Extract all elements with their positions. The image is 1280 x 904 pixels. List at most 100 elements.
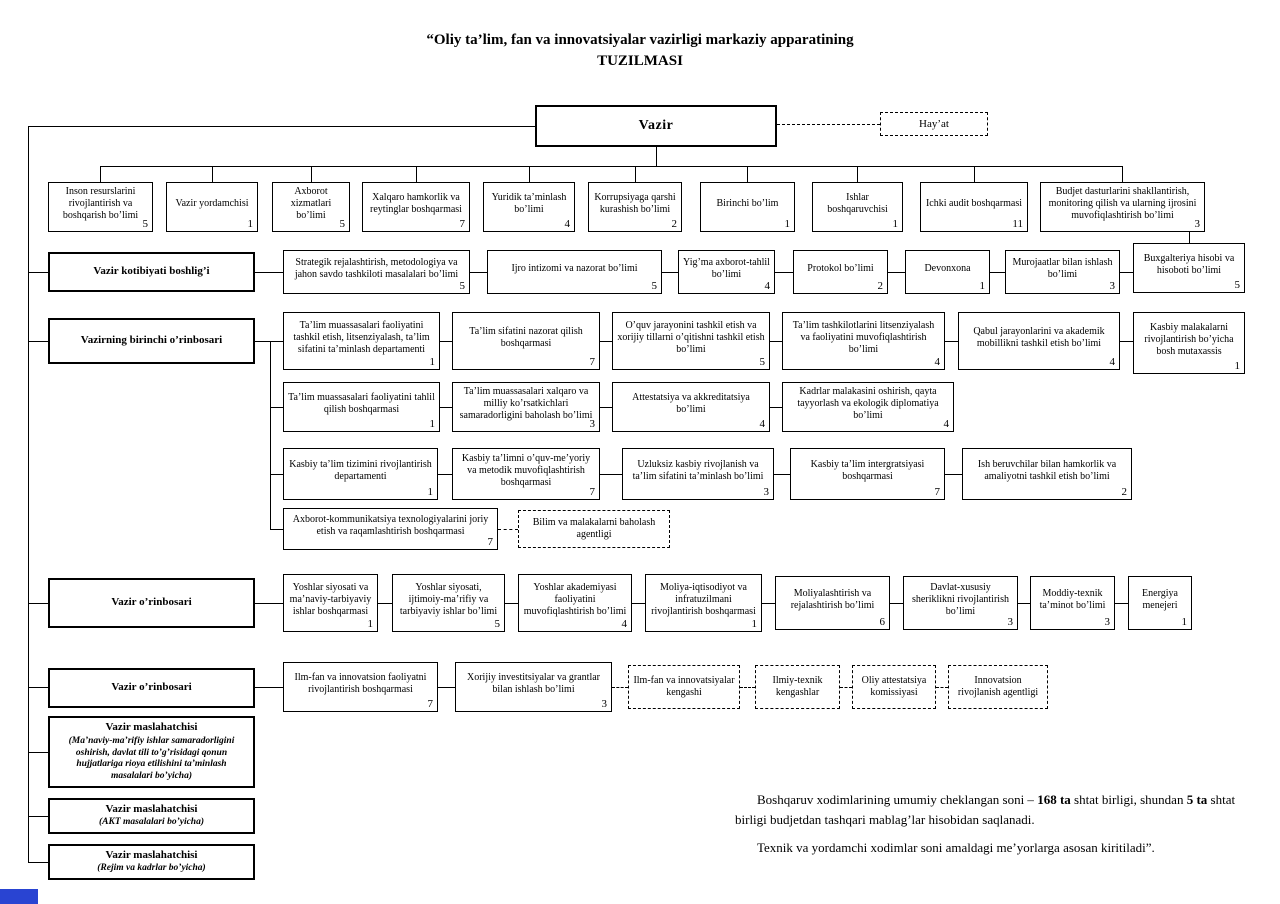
dept-count: 4: [764, 280, 771, 293]
dept-label: O’quv jarayonini tashkil etish va xoriji…: [617, 320, 765, 355]
dept-label: Kadrlar malakasini oshirish, qayta tayyo…: [797, 386, 939, 421]
box-moliya-iqtisodiyot: Moliya-iqtisodiyot va infratuzilmani riv…: [645, 574, 762, 632]
dept-count: 5: [459, 280, 466, 293]
line: [438, 687, 455, 688]
dept-count: 1: [1181, 616, 1188, 629]
line: [378, 603, 392, 604]
box-oquv-jarayoni: O’quv jarayonini tashkil etish va xoriji…: [612, 312, 770, 370]
box-vazir: Vazir: [535, 105, 777, 147]
dept-label: Ta’lim sifatini nazorat qilish boshqarma…: [469, 326, 583, 349]
box-yoshlar-siyosati-boshqarma: Yoshlar siyosati va ma’naviy-tarbiyaviy …: [283, 574, 378, 632]
line: [936, 687, 948, 688]
line: [662, 272, 678, 273]
dept-label: Oliy attestatsiya komissiyasi: [861, 675, 927, 698]
line: [470, 272, 487, 273]
box-ish-beruvchilar: Ish beruvchilar bilan hamkorlik va amali…: [962, 448, 1132, 500]
role-label: Vazir maslahatchisi: [105, 720, 198, 733]
dept-count: 7: [459, 218, 466, 231]
box-vazir-yordamchisi: Vazir yordamchisi 1: [166, 182, 258, 232]
dept-label: Axborot xizmatlari bo’limi: [290, 186, 332, 221]
dept-count: 4: [621, 618, 628, 631]
box-hayat: Hay’at: [880, 112, 988, 136]
dept-count: 4: [564, 218, 571, 231]
dept-count: 1: [429, 356, 436, 369]
line: [100, 166, 1122, 167]
box-davlat-xususiy: Davlat-xususiy sheriklikni rivojlantiris…: [903, 576, 1018, 630]
line: [28, 862, 48, 863]
line: [270, 474, 283, 475]
dept-count: 3: [601, 698, 608, 711]
dept-label: Budjet dasturlarini shakllantirish, moni…: [1048, 186, 1197, 221]
dept-label: Yig’ma axborot-tahlil bo’limi: [683, 257, 770, 280]
dept-label: Ishlar boshqaruvchisi: [827, 192, 888, 215]
line: [529, 166, 530, 182]
box-akt-raqamlashtirish: Axborot-kommunikatsiya texnologiyalarini…: [283, 508, 498, 550]
dept-count: 3: [1194, 218, 1201, 231]
role-label: Vazirning birinchi o’rinbosari: [80, 334, 223, 347]
line: [770, 407, 782, 408]
page-title: “Oliy ta’lim, fan va innovatsiyalar vazi…: [0, 30, 1280, 72]
role-label: Vazir o’rinbosari: [111, 596, 192, 609]
dept-count: 3: [1109, 280, 1116, 293]
dept-label: Ijro intizomi va nazorat bo’limi: [511, 263, 638, 275]
role-label: Vazir maslahatchisi: [105, 848, 198, 861]
dept-count: 7: [589, 486, 596, 499]
box-attestatsiya-akkreditatsiya: Attestatsiya va akkreditatsiya bo’limi 4: [612, 382, 770, 432]
dept-label: Korrupsiyaga qarshi kurashish bo’limi: [594, 192, 676, 215]
dept-count: 7: [934, 486, 941, 499]
dept-count: 7: [589, 356, 596, 369]
dept-label: Bilim va malakalarni baholash agentligi: [532, 517, 656, 540]
line: [212, 166, 213, 182]
dept-label: Ta’lim muassasalari faoliyatini tashkil …: [293, 320, 430, 355]
line: [770, 341, 782, 342]
line: [255, 272, 283, 273]
box-kasbiy-integratsiya: Kasbiy ta’lim intergratsiyasi boshqarmas…: [790, 448, 945, 500]
dept-count: 1: [427, 486, 434, 499]
box-talim-litsenziyalash: Ta’lim tashkilotlarini litsenziyalash va…: [782, 312, 945, 370]
box-ilmfan-innovatsion: Ilm-fan va innovatsion faoliyatni rivojl…: [283, 662, 438, 712]
dept-label: Davlat-xususiy sheriklikni rivojlantiris…: [912, 582, 1009, 617]
dept-label: Yoshlar siyosati va ma’naviy-tarbiyaviy …: [289, 582, 372, 617]
line: [100, 166, 101, 182]
dept-label: Ta’lim tashkilotlarini litsenziyalash va…: [792, 320, 935, 355]
line: [890, 603, 903, 604]
dept-label: Vazir yordamchisi: [175, 198, 249, 210]
box-maslahatchi-1: Vazir maslahatchisi (Ma’naviy-ma’rifiy i…: [48, 716, 255, 788]
dept-label: Strategik rejalashtirish, metodologiya v…: [294, 257, 459, 280]
box-budjet-dasturlari: Budjet dasturlarini shakllantirish, moni…: [1040, 182, 1205, 232]
line: [974, 166, 975, 182]
line: [1189, 232, 1190, 243]
box-uzluksiz-kasbiy: Uzluksiz kasbiy rivojlanish va ta’lim si…: [622, 448, 774, 500]
line: [600, 474, 622, 475]
box-vazir-label: Vazir: [638, 118, 674, 134]
line: [600, 407, 612, 408]
role-sublabel: (Rejim va kadrlar bo’yicha): [97, 863, 206, 874]
dept-label: Energiya menejeri: [1142, 588, 1178, 611]
dept-count: 1: [751, 618, 758, 631]
page-title-line1: “Oliy ta’lim, fan va innovatsiyalar vazi…: [426, 32, 854, 48]
line: [28, 341, 48, 342]
role-label: Vazir o’rinbosari: [111, 681, 192, 694]
dept-label: Axborot-kommunikatsiya texnologiyalarini…: [292, 514, 489, 537]
line: [255, 687, 283, 688]
box-kasbiy-talim-departamenti: Kasbiy ta’lim tizimini rivojlantirish de…: [283, 448, 438, 500]
dept-count: 7: [427, 698, 434, 711]
box-vazir-orinbosari-2: Vazir o’rinbosari: [48, 668, 255, 708]
line: [270, 529, 283, 530]
line: [498, 529, 518, 530]
box-talim-departamenti: Ta’lim muassasalari faoliyatini tashkil …: [283, 312, 440, 370]
footer-bold: 168 ta: [1037, 792, 1071, 807]
box-axborot-xizmatlari: Axborot xizmatlari bo’limi 5: [272, 182, 350, 232]
line: [505, 603, 518, 604]
role-sublabel: (AKT masalalari bo’yicha): [98, 817, 205, 828]
footer-text: Boshqaruv xodimlarining umumiy cheklanga…: [757, 792, 1038, 807]
line: [1115, 603, 1128, 604]
dept-label: Protokol bo’limi: [807, 263, 874, 275]
line: [777, 124, 880, 125]
dept-count: 7: [487, 536, 494, 549]
dept-label: Attestatsiya va akkreditatsiya bo’limi: [632, 392, 750, 415]
page-title-line2: TUZILMASI: [597, 53, 683, 69]
dept-label: Moliya-iqtisodiyot va infratuzilmani riv…: [651, 582, 756, 617]
dept-label: Buxgalteriya hisobi va hisoboti bo’limi: [1143, 253, 1235, 276]
box-yigma-axborot: Yig’ma axborot-tahlil bo’limi 4: [678, 250, 775, 294]
